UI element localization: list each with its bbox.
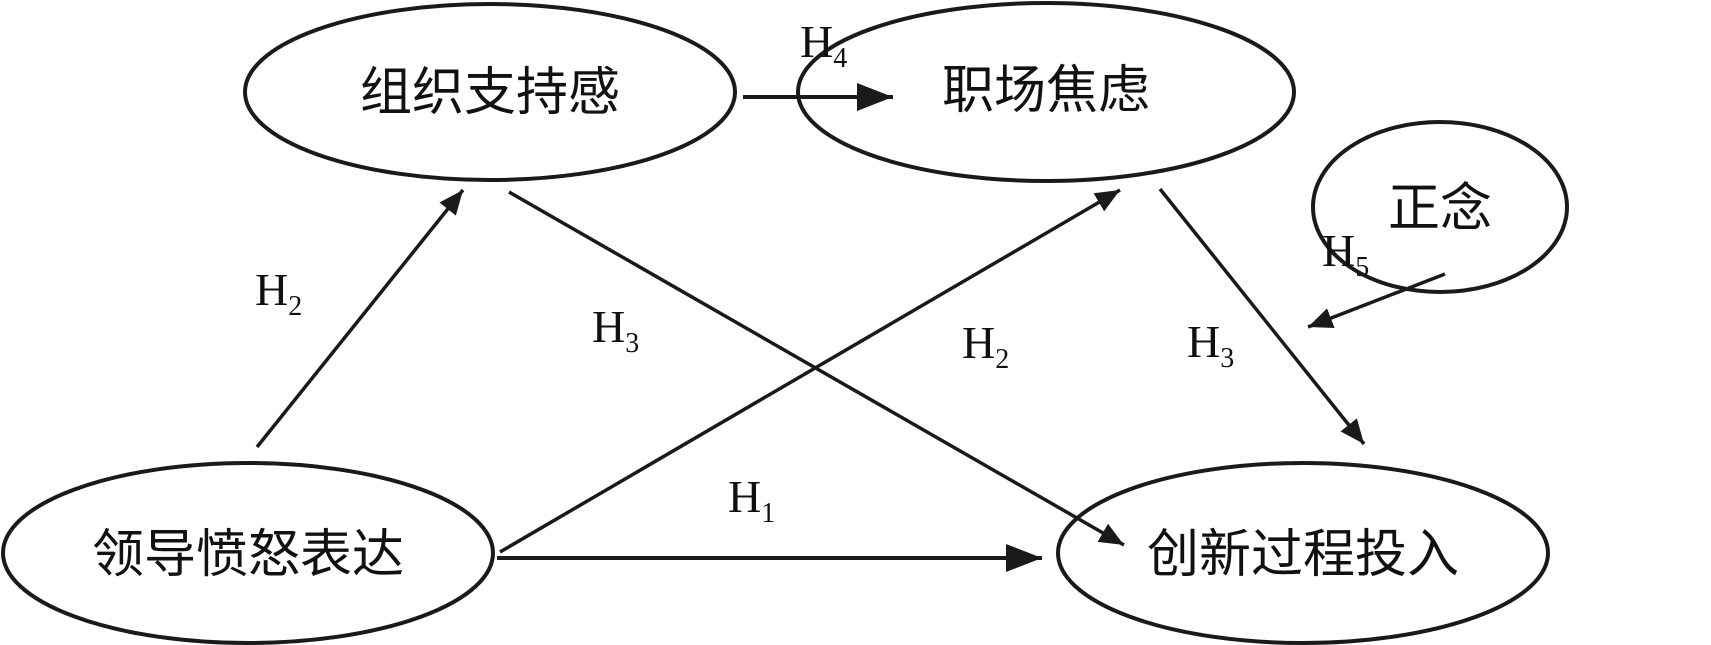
node-org-support-label: 组织支持感	[360, 63, 620, 123]
edge-h3-anxiety-arrow	[1158, 187, 1366, 446]
node-mindfulness-label: 正念	[1388, 179, 1492, 239]
node-org-support: 组织支持感	[243, 2, 737, 182]
node-mindfulness: 正念	[1311, 120, 1569, 294]
node-innovation-engagement: 创新过程投入	[1056, 461, 1550, 645]
edge-h3-org-support-label: H3	[592, 301, 639, 359]
edge-h3-org-support-arrow	[508, 190, 1125, 547]
edge-h2-anxiety-label: H2	[962, 317, 1009, 375]
edge-h3-anxiety-label: H3	[1187, 316, 1234, 374]
node-workplace-anxiety-label: 职场焦虑	[942, 61, 1150, 121]
edge-h2-anxiety-arrow	[499, 188, 1121, 554]
edge-h4-label: H4	[800, 16, 847, 74]
node-innovation-engagement-label: 创新过程投入	[1147, 525, 1459, 585]
edge-h1-label: H1	[728, 471, 775, 529]
edge-h5-moderation-arrow	[1307, 272, 1446, 329]
node-leader-anger: 领导愤怒表达	[1, 461, 495, 645]
edge-h5-label: H5	[1322, 225, 1369, 283]
edge-h2-org-support-arrow	[255, 188, 465, 449]
node-leader-anger-label: 领导愤怒表达	[92, 525, 404, 585]
edge-h2-org-support-label: H2	[255, 264, 302, 322]
node-workplace-anxiety: 职场焦虑	[796, 1, 1296, 183]
